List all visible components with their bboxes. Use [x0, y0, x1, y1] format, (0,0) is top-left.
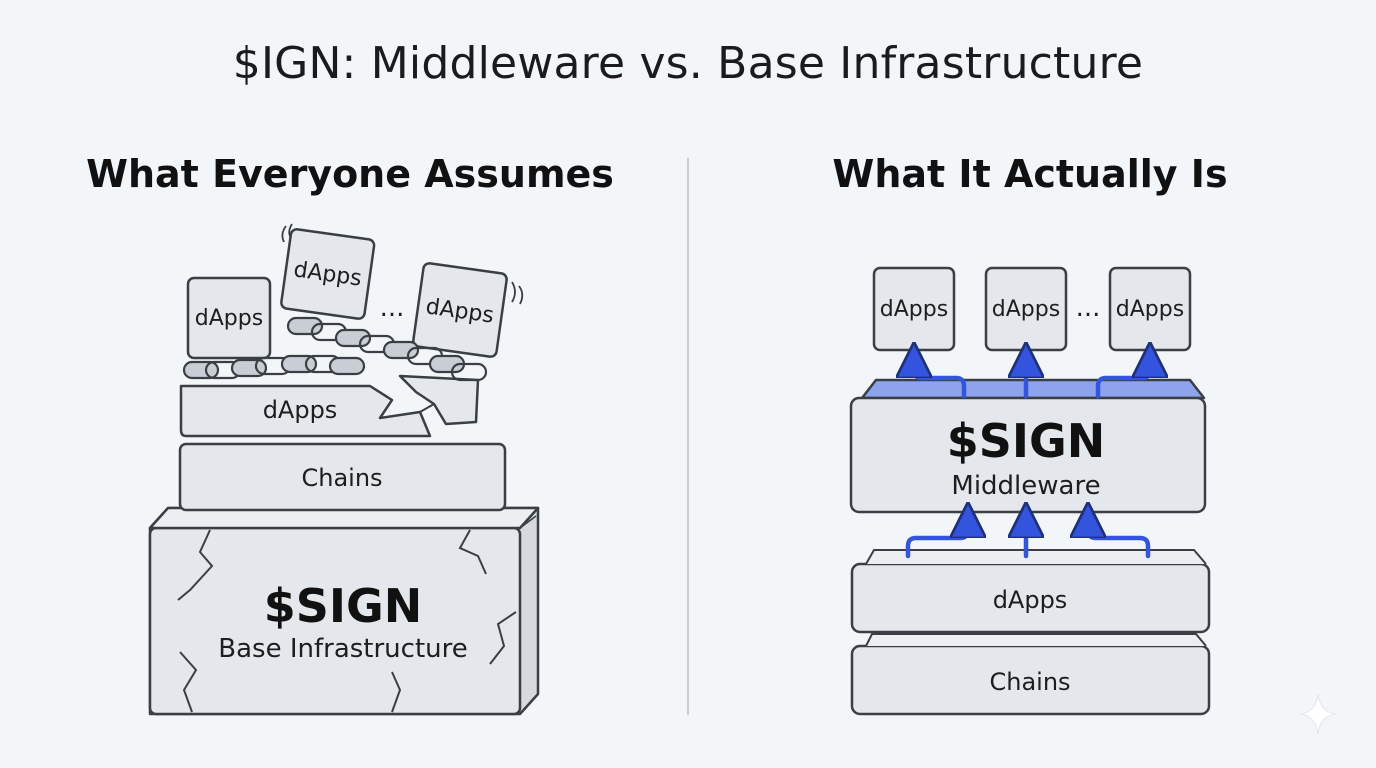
left-dapps-layer: dApps: [179, 374, 480, 438]
arrows-up-bottom: [905, 520, 1151, 559]
crack-mark: [177, 529, 214, 601]
middleware-title: $SIGN: [947, 414, 1106, 468]
left-dapps-layer-label: dApps: [263, 396, 338, 424]
wobble-mark: [288, 223, 293, 239]
right-dapps-layer-label: dApps: [993, 586, 1068, 614]
arrow-up-icon: [1095, 360, 1150, 399]
right-dapps-layer: dApps: [850, 549, 1211, 634]
left-panel-heading: What Everyone Assumes: [86, 152, 614, 196]
main-title: $IGN: Middleware vs. Base Infrastructure: [232, 38, 1144, 89]
crack-mark: [179, 651, 198, 713]
right-chains-layer: Chains: [850, 633, 1211, 716]
right-dapp-box-1: dApps: [872, 266, 956, 352]
arrow-up-icon: [1088, 520, 1151, 559]
right-panel-heading: What It Actually Is: [832, 152, 1228, 196]
left-base-block: $SIGN Base Infrastructure: [148, 506, 540, 716]
right-dapp-box-label: dApps: [992, 297, 1060, 322]
wobble-mark: [518, 285, 524, 305]
left-base-title: $SIGN: [264, 579, 423, 633]
left-chains-layer: Chains: [178, 442, 507, 512]
left-dapp-box-3: dApps: [412, 262, 508, 358]
left-chains-label: Chains: [301, 464, 382, 492]
left-dapp-box-2: dApps: [280, 228, 376, 320]
arrows-up-top: [914, 360, 1150, 399]
crack-mark: [391, 671, 402, 713]
sparkle-icon: [1299, 693, 1337, 735]
right-chains-label: Chains: [989, 668, 1070, 696]
wobble-mark: [281, 225, 287, 243]
middleware-subtitle: Middleware: [951, 471, 1100, 501]
wobble-mark: [511, 281, 516, 303]
left-dapp-box-1: dApps: [186, 276, 272, 360]
arrow-up-icon: [905, 520, 968, 559]
arrow-up-icon: [914, 360, 967, 399]
right-dapp-box-label: dApps: [1116, 297, 1184, 322]
right-dapp-box-2: dApps: [984, 266, 1068, 352]
left-dapp-box-label: dApps: [195, 306, 263, 331]
right-middleware-block: $SIGN Middleware: [849, 378, 1207, 514]
right-ellipsis: ...: [1076, 293, 1101, 323]
chain-links: [182, 316, 488, 382]
crack-mark: [458, 529, 487, 575]
right-dapp-box-label: dApps: [880, 297, 948, 322]
left-base-subtitle: Base Infrastructure: [218, 634, 468, 664]
crack-mark: [489, 611, 517, 665]
right-dapp-box-3: dApps: [1108, 266, 1192, 352]
left-ellipsis: ...: [380, 293, 405, 323]
